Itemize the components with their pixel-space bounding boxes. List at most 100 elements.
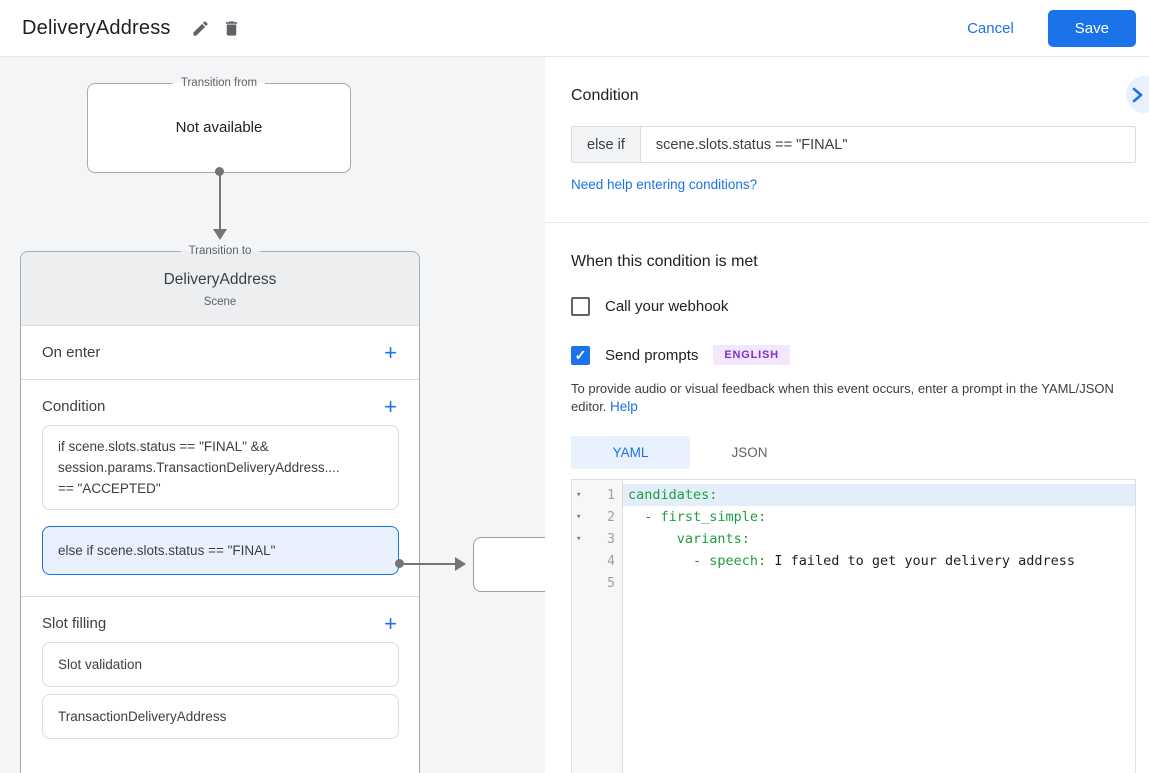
cancel-button[interactable]: Cancel (967, 19, 1014, 37)
condition-header: Condition + (21, 380, 419, 425)
check-icon: ✓ (574, 346, 587, 363)
slot-filling-header: Slot filling + (21, 597, 419, 642)
arrow-head-down-icon (213, 229, 227, 240)
gutter-row: ▾ 2 (572, 506, 622, 528)
save-button[interactable]: Save (1047, 9, 1136, 47)
scene-name: DeliveryAddress (163, 271, 277, 288)
arrow-head-right-icon (455, 557, 466, 571)
line-number: 1 (607, 487, 615, 503)
condition-if-line3: == "ACCEPTED" (58, 481, 161, 496)
line-number: 4 (607, 553, 615, 569)
tab-json[interactable]: JSON (690, 436, 809, 469)
scene-diagram-canvas: Transition from Not available Transition… (0, 57, 545, 773)
chevron-right-icon (1131, 87, 1144, 103)
yaml-indent (628, 531, 677, 547)
condition-elseif-text: else if scene.slots.status == "FINAL" (58, 543, 276, 558)
condition-if-line1: if scene.slots.status == "FINAL" && (58, 439, 269, 454)
page-title: DeliveryAddress (22, 16, 171, 39)
fold-arrow-icon[interactable]: ▾ (576, 512, 582, 522)
slot-item-transaction-delivery-address[interactable]: TransactionDeliveryAddress (42, 694, 399, 739)
gutter-row: 4 (572, 550, 622, 572)
scene-card-header: DeliveryAddress Scene (21, 252, 419, 326)
fold-arrow-icon[interactable]: ▾ (576, 534, 582, 544)
edit-title-button[interactable] (185, 13, 216, 44)
add-slot-button[interactable]: + (384, 610, 397, 636)
transition-from-box: Transition from Not available (87, 75, 351, 173)
transition-target-box[interactable] (473, 537, 545, 592)
code-line-3: variants: (623, 528, 1135, 550)
condition-prefix: else if (572, 127, 641, 162)
slot-item-validation[interactable]: Slot validation (42, 642, 399, 687)
transition-from-content: Not available (175, 119, 263, 136)
yaml-dash: - (644, 509, 661, 525)
condition-panel-heading: Condition (571, 87, 639, 104)
arrow-origin-dot (215, 167, 224, 176)
slot-filling-label: Slot filling (42, 615, 107, 632)
condition-item-elseif-selected[interactable]: else if scene.slots.status == "FINAL" (42, 526, 399, 575)
trash-icon (222, 19, 241, 38)
code-line-5 (623, 572, 1135, 594)
transition-origin-dot (395, 559, 404, 568)
line-number: 2 (607, 509, 615, 525)
yaml-key: candidates: (628, 487, 718, 503)
top-bar: DeliveryAddress Cancel Save (0, 0, 1149, 57)
editor-gutter: ▾ 1 ▾ 2 ▾ 3 4 (572, 480, 623, 773)
webhook-row: Call your webhook (571, 297, 1136, 316)
condition-edit-panel: Condition else if scene.slots.status == … (545, 57, 1149, 773)
delete-scene-button[interactable] (216, 13, 247, 44)
transition-to-card: Transition to DeliveryAddress Scene On e… (20, 243, 420, 773)
condition-help-link[interactable]: Need help entering conditions? (571, 177, 758, 192)
arrow-line-vertical (219, 173, 221, 231)
collapse-panel-button[interactable] (1126, 76, 1149, 113)
panel-divider (545, 222, 1149, 223)
line-number: 3 (607, 531, 615, 547)
condition-item-if[interactable]: if scene.slots.status == "FINAL" && sess… (42, 425, 399, 510)
send-prompts-label: Send prompts (605, 346, 699, 364)
yaml-value: I failed to get your delivery address (766, 553, 1076, 569)
fold-arrow-icon[interactable]: ▾ (576, 490, 582, 500)
transition-to-legend: Transition to (180, 243, 260, 259)
add-on-enter-button[interactable]: + (384, 339, 397, 365)
yaml-code-editor[interactable]: ▾ 1 ▾ 2 ▾ 3 4 (571, 479, 1136, 773)
tab-yaml[interactable]: YAML (571, 436, 690, 469)
language-badge: ENGLISH (713, 345, 790, 365)
yaml-key: variants: (676, 531, 750, 547)
code-line-2: - first_simple: (623, 506, 1135, 528)
on-enter-label: On enter (42, 344, 101, 361)
scene-type-label: Scene (203, 296, 237, 308)
on-enter-section: On enter + (21, 326, 419, 380)
prompt-help-link[interactable]: Help (610, 398, 638, 414)
gutter-row: 5 (572, 572, 622, 594)
prompt-help-sentence: To provide audio or visual feedback when… (571, 381, 1114, 414)
pencil-icon (191, 19, 210, 38)
transition-from-legend: Transition from (172, 75, 266, 91)
arrow-line-horizontal (401, 563, 457, 565)
condition-input-group: else if scene.slots.status == "FINAL" (571, 126, 1136, 163)
yaml-key: speech: (709, 553, 767, 569)
on-enter-header: On enter + (21, 326, 419, 379)
gutter-row: ▾ 3 (572, 528, 622, 550)
condition-expression-input[interactable]: scene.slots.status == "FINAL" (655, 136, 848, 153)
code-line-1: candidates: (623, 484, 1135, 506)
line-number: 5 (607, 575, 615, 591)
send-prompts-checkbox[interactable]: ✓ (571, 345, 590, 365)
condition-met-heading: When this condition is met (571, 253, 758, 270)
send-prompts-row: ✓ Send prompts ENGLISH (571, 345, 1136, 365)
main-split: Transition from Not available Transition… (0, 57, 1149, 773)
editor-format-tabs: YAML JSON (571, 436, 1136, 469)
editor-code-area[interactable]: candidates: - first_simple: variants: - … (623, 480, 1135, 773)
yaml-key: first_simple: (660, 509, 767, 525)
yaml-dash: - (693, 553, 710, 569)
yaml-indent (628, 553, 693, 569)
call-webhook-label: Call your webhook (605, 298, 729, 315)
gutter-row: ▾ 1 (572, 484, 622, 506)
code-line-4: - speech: I failed to get your delivery … (623, 550, 1135, 572)
condition-label: Condition (42, 398, 106, 415)
prompt-help-text: To provide audio or visual feedback when… (571, 380, 1136, 415)
add-condition-button[interactable]: + (384, 393, 397, 419)
slot-filling-section: Slot filling + Slot validation Transacti… (21, 597, 419, 739)
call-webhook-checkbox[interactable] (571, 297, 590, 316)
condition-if-line2: session.params.TransactionDeliveryAddres… (58, 460, 340, 475)
yaml-indent (628, 509, 644, 525)
